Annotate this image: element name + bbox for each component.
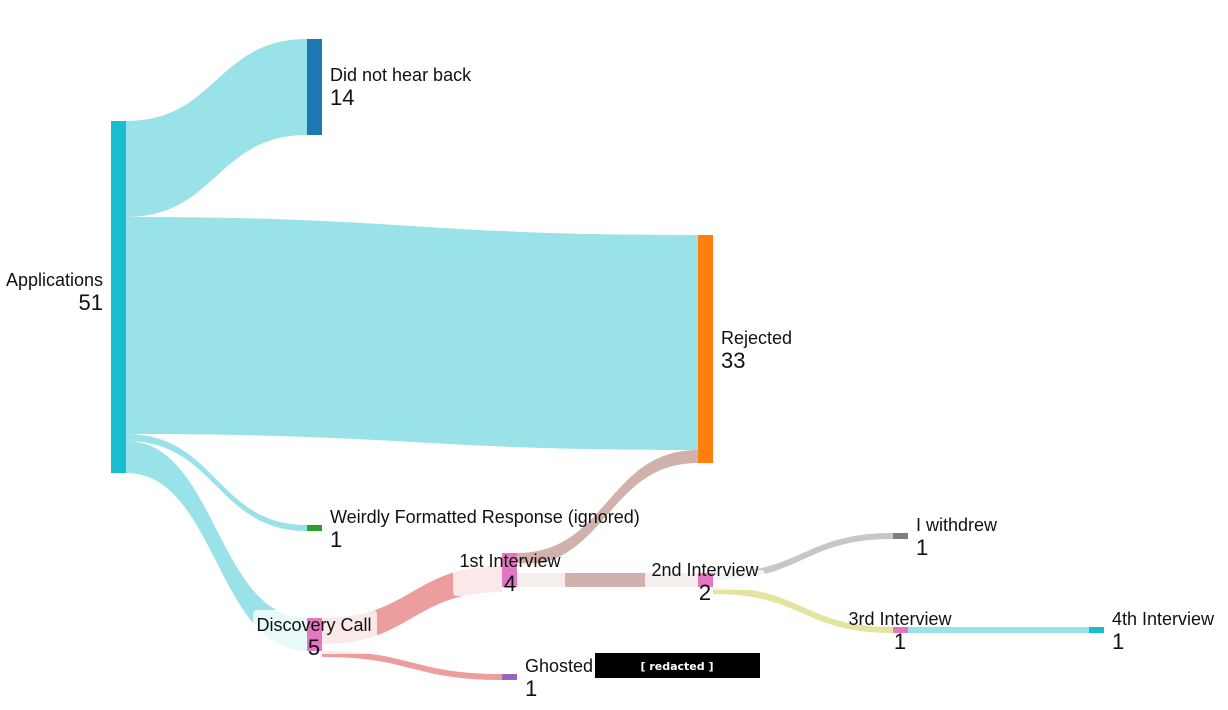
node-label-discovery: Discovery Call	[256, 615, 371, 635]
link-i2-to-i3	[713, 587, 893, 633]
link-discovery-to-ghosted	[322, 651, 502, 680]
node-value-no_reply: 14	[330, 85, 354, 110]
node-label-withdrew: I withdrew	[916, 515, 998, 535]
node-value-i1: 4	[504, 571, 516, 596]
node-label-applications: Applications	[6, 270, 103, 290]
node-label-i1: 1st Interview	[459, 551, 561, 571]
node-label-ghosted: Ghosted	[525, 656, 593, 676]
link-applications-to-discovery	[126, 441, 307, 651]
nodes	[111, 39, 1104, 680]
node-value-i4: 1	[1112, 629, 1124, 654]
node-label-rejected: Rejected	[721, 328, 792, 348]
redaction-label: [ redacted ]	[640, 660, 713, 673]
node-label-weird: Weirdly Formatted Response (ignored)	[330, 507, 640, 527]
node-value-weird: 1	[330, 527, 342, 552]
node-applications[interactable]	[111, 121, 126, 473]
node-withdrew[interactable]	[893, 533, 908, 539]
node-label-no_reply: Did not hear back	[330, 65, 472, 85]
link-applications-to-rejected	[126, 217, 698, 450]
node-value-rejected: 33	[721, 348, 745, 373]
node-value-ghosted: 1	[525, 676, 537, 701]
link-applications-to-no_reply	[126, 39, 307, 217]
node-value-withdrew: 1	[916, 535, 928, 560]
node-value-i3: 1	[894, 629, 906, 654]
link-i3-to-i4	[908, 627, 1089, 633]
node-no_reply[interactable]	[307, 39, 322, 135]
node-weird[interactable]	[307, 525, 322, 531]
link-applications-to-weird	[126, 434, 307, 531]
node-i1[interactable]	[502, 553, 517, 587]
node-label-i2: 2nd Interview	[651, 560, 759, 580]
links	[126, 39, 1089, 680]
link-i2-to-withdrew	[713, 533, 893, 580]
node-ghosted[interactable]	[502, 674, 517, 680]
redaction-box	[595, 653, 760, 678]
node-label-i3: 3rd Interview	[848, 609, 952, 629]
node-label-i4: 4th Interview	[1112, 609, 1215, 629]
node-i3[interactable]	[893, 627, 908, 633]
node-i4[interactable]	[1089, 627, 1104, 633]
link-i1-to-rejected	[517, 450, 698, 566]
node-value-discovery: 5	[308, 635, 320, 660]
node-discovery[interactable]	[307, 618, 322, 651]
node-rejected[interactable]	[698, 235, 713, 463]
node-value-i2: 2	[699, 580, 711, 605]
node-value-applications: 51	[79, 290, 103, 315]
node-i2[interactable]	[698, 573, 713, 587]
